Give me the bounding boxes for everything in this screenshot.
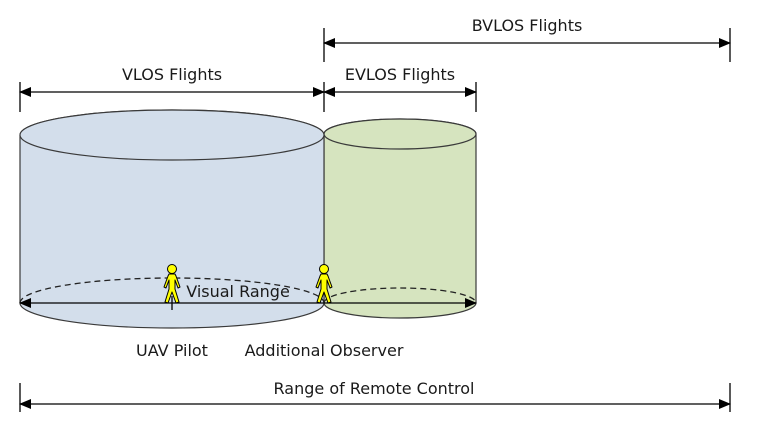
evlos-label: EVLOS Flights bbox=[345, 65, 455, 84]
remote-control-dimension bbox=[19, 383, 731, 412]
bvlos-dimension bbox=[323, 28, 731, 62]
person-icon bbox=[163, 264, 181, 304]
vlos-dimension bbox=[19, 82, 325, 112]
bvlos-label: BVLOS Flights bbox=[472, 16, 583, 35]
person-icon bbox=[315, 264, 333, 304]
vlos-cylinder-top bbox=[19, 109, 325, 161]
evlos-cylinder bbox=[323, 118, 477, 319]
visual-range-dimension bbox=[19, 296, 477, 310]
evlos-base-dashed bbox=[323, 287, 477, 304]
evlos-dimension bbox=[323, 82, 477, 112]
additional-observer-label: Additional Observer bbox=[245, 341, 404, 360]
visual-range-label: Visual Range bbox=[186, 282, 290, 301]
remote-control-label: Range of Remote Control bbox=[274, 379, 475, 398]
vlos-base-dashed bbox=[19, 277, 325, 304]
uav-pilot-label: UAV Pilot bbox=[136, 341, 208, 360]
evlos-cylinder-top bbox=[323, 118, 477, 150]
vlos-label: VLOS Flights bbox=[122, 65, 222, 84]
